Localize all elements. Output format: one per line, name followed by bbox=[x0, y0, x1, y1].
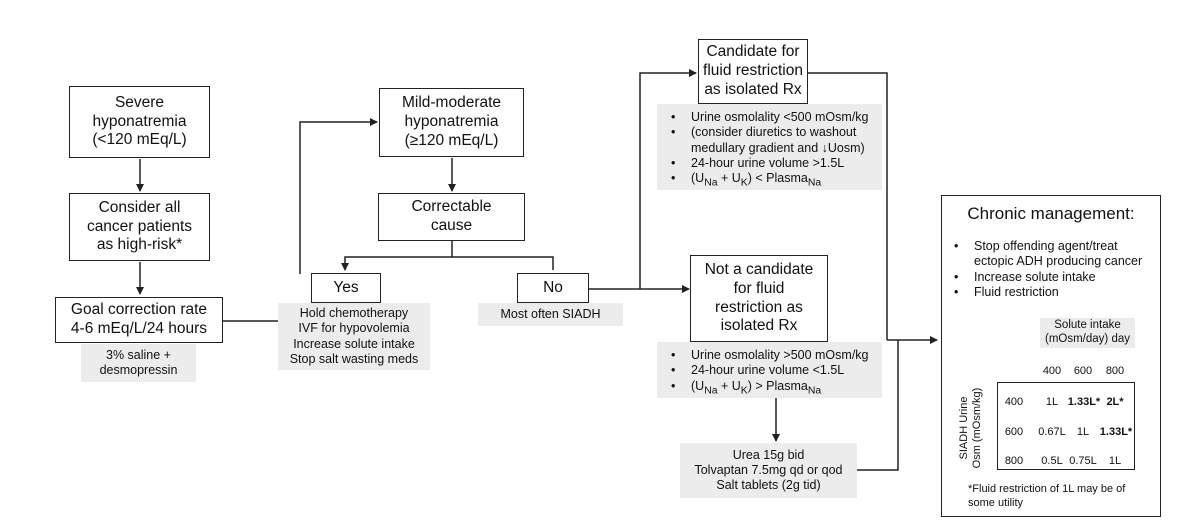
solute-col-800: 800 bbox=[1105, 365, 1125, 377]
yes-box: Yes bbox=[311, 273, 381, 303]
yes-actions-note: Hold chemotherapy IVF for hypovolemia In… bbox=[278, 303, 430, 370]
candidate-criteria-list: Urine osmolality <500 mOsm/kg (consider … bbox=[657, 104, 882, 190]
branch-correctable-no bbox=[452, 256, 554, 270]
table-cell: 1.33L* bbox=[1099, 426, 1133, 438]
solute-col-400: 400 bbox=[1042, 365, 1062, 377]
consider-high-risk-box: Consider all cancer patients as high-ris… bbox=[69, 193, 210, 261]
table-cell: 0.75L bbox=[1069, 455, 1097, 467]
chronic-management-title: Chronic management: bbox=[967, 204, 1135, 223]
line-treatment-to-merge bbox=[856, 340, 899, 471]
not-candidate-criterion-2: 24-hour urine volume <1.5L bbox=[667, 363, 874, 379]
candidate-fluid-restriction-box: Candidate for fluid restriction as isola… bbox=[698, 39, 808, 104]
fluid-restriction-footnote: *Fluid restriction of 1L may be of some … bbox=[968, 483, 1126, 509]
not-candidate-criterion-formula: (UNa + UK) > PlasmaNa bbox=[667, 379, 874, 398]
chronic-management-panel: Chronic management: Stop offending agent… bbox=[941, 195, 1161, 517]
table-cell: 1L bbox=[1076, 426, 1090, 438]
urine-osm-axis-label: SIADH Urine Osm (mOsm/kg) bbox=[957, 387, 983, 468]
correctable-cause-box: Correctable cause bbox=[378, 193, 525, 241]
goal-correction-rate-box: Goal correction rate 4-6 mEq/L/24 hours bbox=[55, 297, 223, 343]
not-candidate-criteria-list: Urine osmolality >500 mOsm/kg 24-hour ur… bbox=[657, 342, 882, 398]
osm-row-600: 600 bbox=[1004, 426, 1024, 438]
not-candidate-criterion-1: Urine osmolality >500 mOsm/kg bbox=[667, 348, 874, 364]
solute-col-600: 600 bbox=[1073, 365, 1093, 377]
osm-row-400: 400 bbox=[1004, 396, 1024, 408]
not-candidate-fluid-restriction-box: Not a candidate for fluid restriction as… bbox=[690, 255, 828, 342]
table-cell: 0.5L bbox=[1041, 455, 1063, 467]
fluid-restriction-table bbox=[997, 382, 1135, 470]
urea-tolvaptan-salt-note: Urea 15g bid Tolvaptan 7.5mg qd or qod S… bbox=[680, 443, 857, 498]
chronic-item-stop-agent: Stop offending agent/treat ectopic ADH p… bbox=[950, 239, 1154, 270]
table-cell: 1L bbox=[1108, 455, 1122, 467]
candidate-criterion-1: Urine osmolality <500 mOsm/kg bbox=[667, 110, 874, 126]
most-often-siadh-note: Most often SIADH bbox=[478, 303, 623, 326]
chronic-item-solute: Increase solute intake bbox=[950, 270, 1154, 286]
table-cell: 2L* bbox=[1106, 396, 1124, 408]
solute-intake-header: Solute intake (mOsm/day) day bbox=[1040, 318, 1135, 348]
candidate-criterion-2: (consider diuretics to washout medullary… bbox=[667, 125, 874, 156]
saline-desmopressin-note: 3% saline + desmopressin bbox=[81, 344, 196, 382]
chronic-item-fluid: Fluid restriction bbox=[950, 285, 1154, 301]
osm-row-800: 800 bbox=[1004, 455, 1024, 467]
candidate-criterion-formula: (UNa + UK) < PlasmaNa bbox=[667, 171, 874, 190]
table-cell: 1L bbox=[1045, 396, 1059, 408]
no-box: No bbox=[517, 273, 589, 303]
severe-hyponatremia-box: Severe hyponatremia (<120 mEq/L) bbox=[69, 86, 210, 158]
table-cell: 0.67L bbox=[1038, 426, 1066, 438]
arrow-yes-to-mild bbox=[299, 118, 378, 274]
table-cell: 1.33L* bbox=[1067, 396, 1101, 408]
branch-correctable bbox=[341, 241, 453, 271]
mild-moderate-hyponatremia-box: Mild-moderate hyponatremia (≥120 mEq/L) bbox=[379, 88, 524, 157]
arrow-to-candidate bbox=[639, 69, 697, 289]
candidate-criterion-3: 24-hour urine volume >1.5L bbox=[667, 156, 874, 172]
line-candidate-to-merge bbox=[808, 72, 888, 340]
